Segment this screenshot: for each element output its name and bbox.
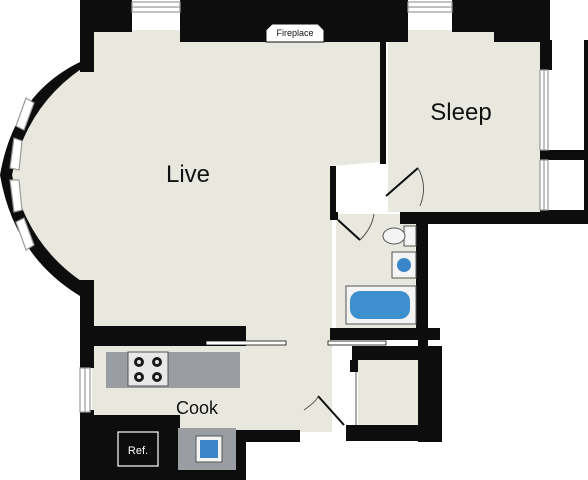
stove [127,351,169,387]
fireplace: Fireplace [265,23,325,43]
floor-sleep [388,30,540,212]
room-label-cook: Cook [176,398,219,418]
kitchen-fixtures: Ref. [106,351,240,470]
refrigerator [117,431,159,467]
toilet-tank [403,225,417,247]
refrigerator-label: Ref. [128,445,148,457]
room-label-sleep: Sleep [430,99,491,126]
fireplace-label: Fireplace [276,28,313,38]
bath-fixtures [345,225,417,325]
sink-basin [397,258,411,272]
windows [79,1,549,413]
toilet-bowl [382,227,406,245]
floor-closet [358,360,418,425]
kitchen-sink-basin [200,440,218,458]
doors [205,167,424,426]
bathtub-basin [350,291,410,319]
bay-windows [9,97,35,251]
counter [106,352,240,388]
room-label-live: Live [166,161,210,188]
